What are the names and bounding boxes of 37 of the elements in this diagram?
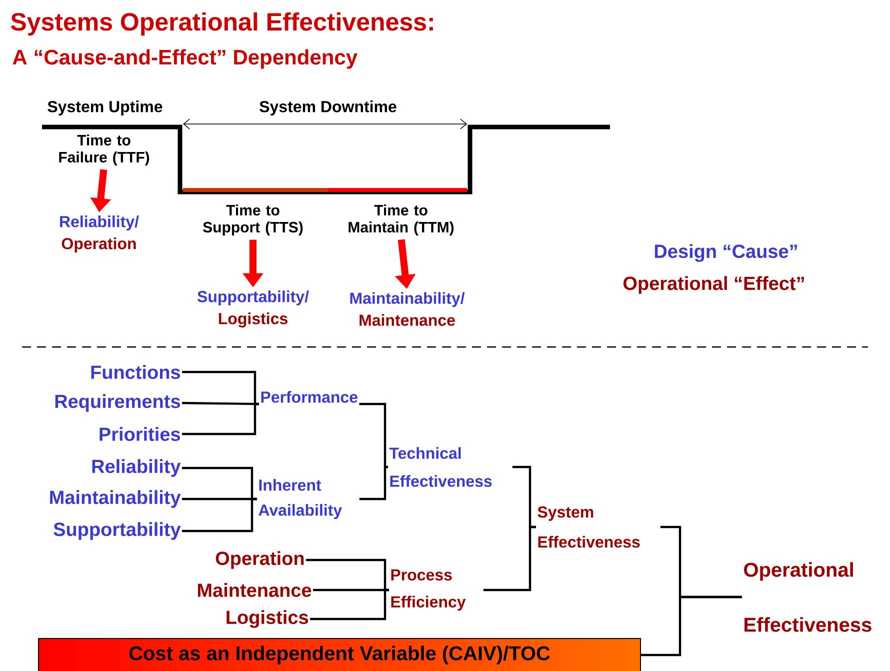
factor-label: Requirements — [55, 394, 180, 412]
factor-label: Logistics — [226, 610, 308, 628]
group-label: System Effectiveness — [538, 506, 640, 548]
group-label: Process Efficiency — [391, 569, 466, 611]
outcome-label: Maintainability/ Maintenance — [350, 292, 465, 326]
connector-line — [310, 588, 389, 620]
legend-text: Design “Cause” — [654, 244, 797, 262]
factor-label: Maintenance — [198, 583, 312, 597]
outcome-label: Supportability/ Logistics — [197, 290, 309, 328]
connector-line — [182, 498, 257, 532]
timing-label: Time to Failure (TTF) — [59, 134, 150, 166]
connector-line — [359, 466, 388, 500]
outcome-label: Reliability/ Operation — [60, 216, 139, 252]
factor-label: Functions — [91, 365, 180, 379]
connector-line — [182, 370, 259, 406]
cost-bar: Cost as an Independent Variable (CAIV)/TOC — [38, 638, 642, 671]
time-label: System Uptime — [48, 100, 162, 116]
factor-label: Priorities — [100, 427, 180, 441]
group-label: Inherent Availability — [258, 479, 342, 519]
group-label: Performance — [261, 391, 358, 403]
connector-line — [306, 558, 389, 592]
subtitle: A “Cause-and-Effect” Dependency — [12, 49, 358, 69]
connector-line — [641, 596, 742, 656]
legend-text: Operational “Effect” — [623, 276, 804, 294]
factor-label: Maintainability — [50, 490, 181, 508]
factor-label: Supportability — [54, 522, 181, 540]
factor-label: Reliability — [92, 459, 181, 477]
timing-label: Time to Maintain (TTM) — [348, 204, 454, 236]
time-label: System Downtime — [260, 100, 396, 116]
title: Systems Operational Effectiveness: — [10, 12, 433, 36]
connector-line — [182, 402, 259, 436]
result-label: Operational Effectiveness — [744, 562, 872, 632]
group-label: Technical Effectiveness — [389, 447, 492, 487]
connector-line — [359, 402, 388, 468]
timing-label: Time to Support (TTS) — [203, 204, 303, 236]
factor-label: Operation — [216, 551, 304, 569]
connector-line — [483, 526, 536, 592]
